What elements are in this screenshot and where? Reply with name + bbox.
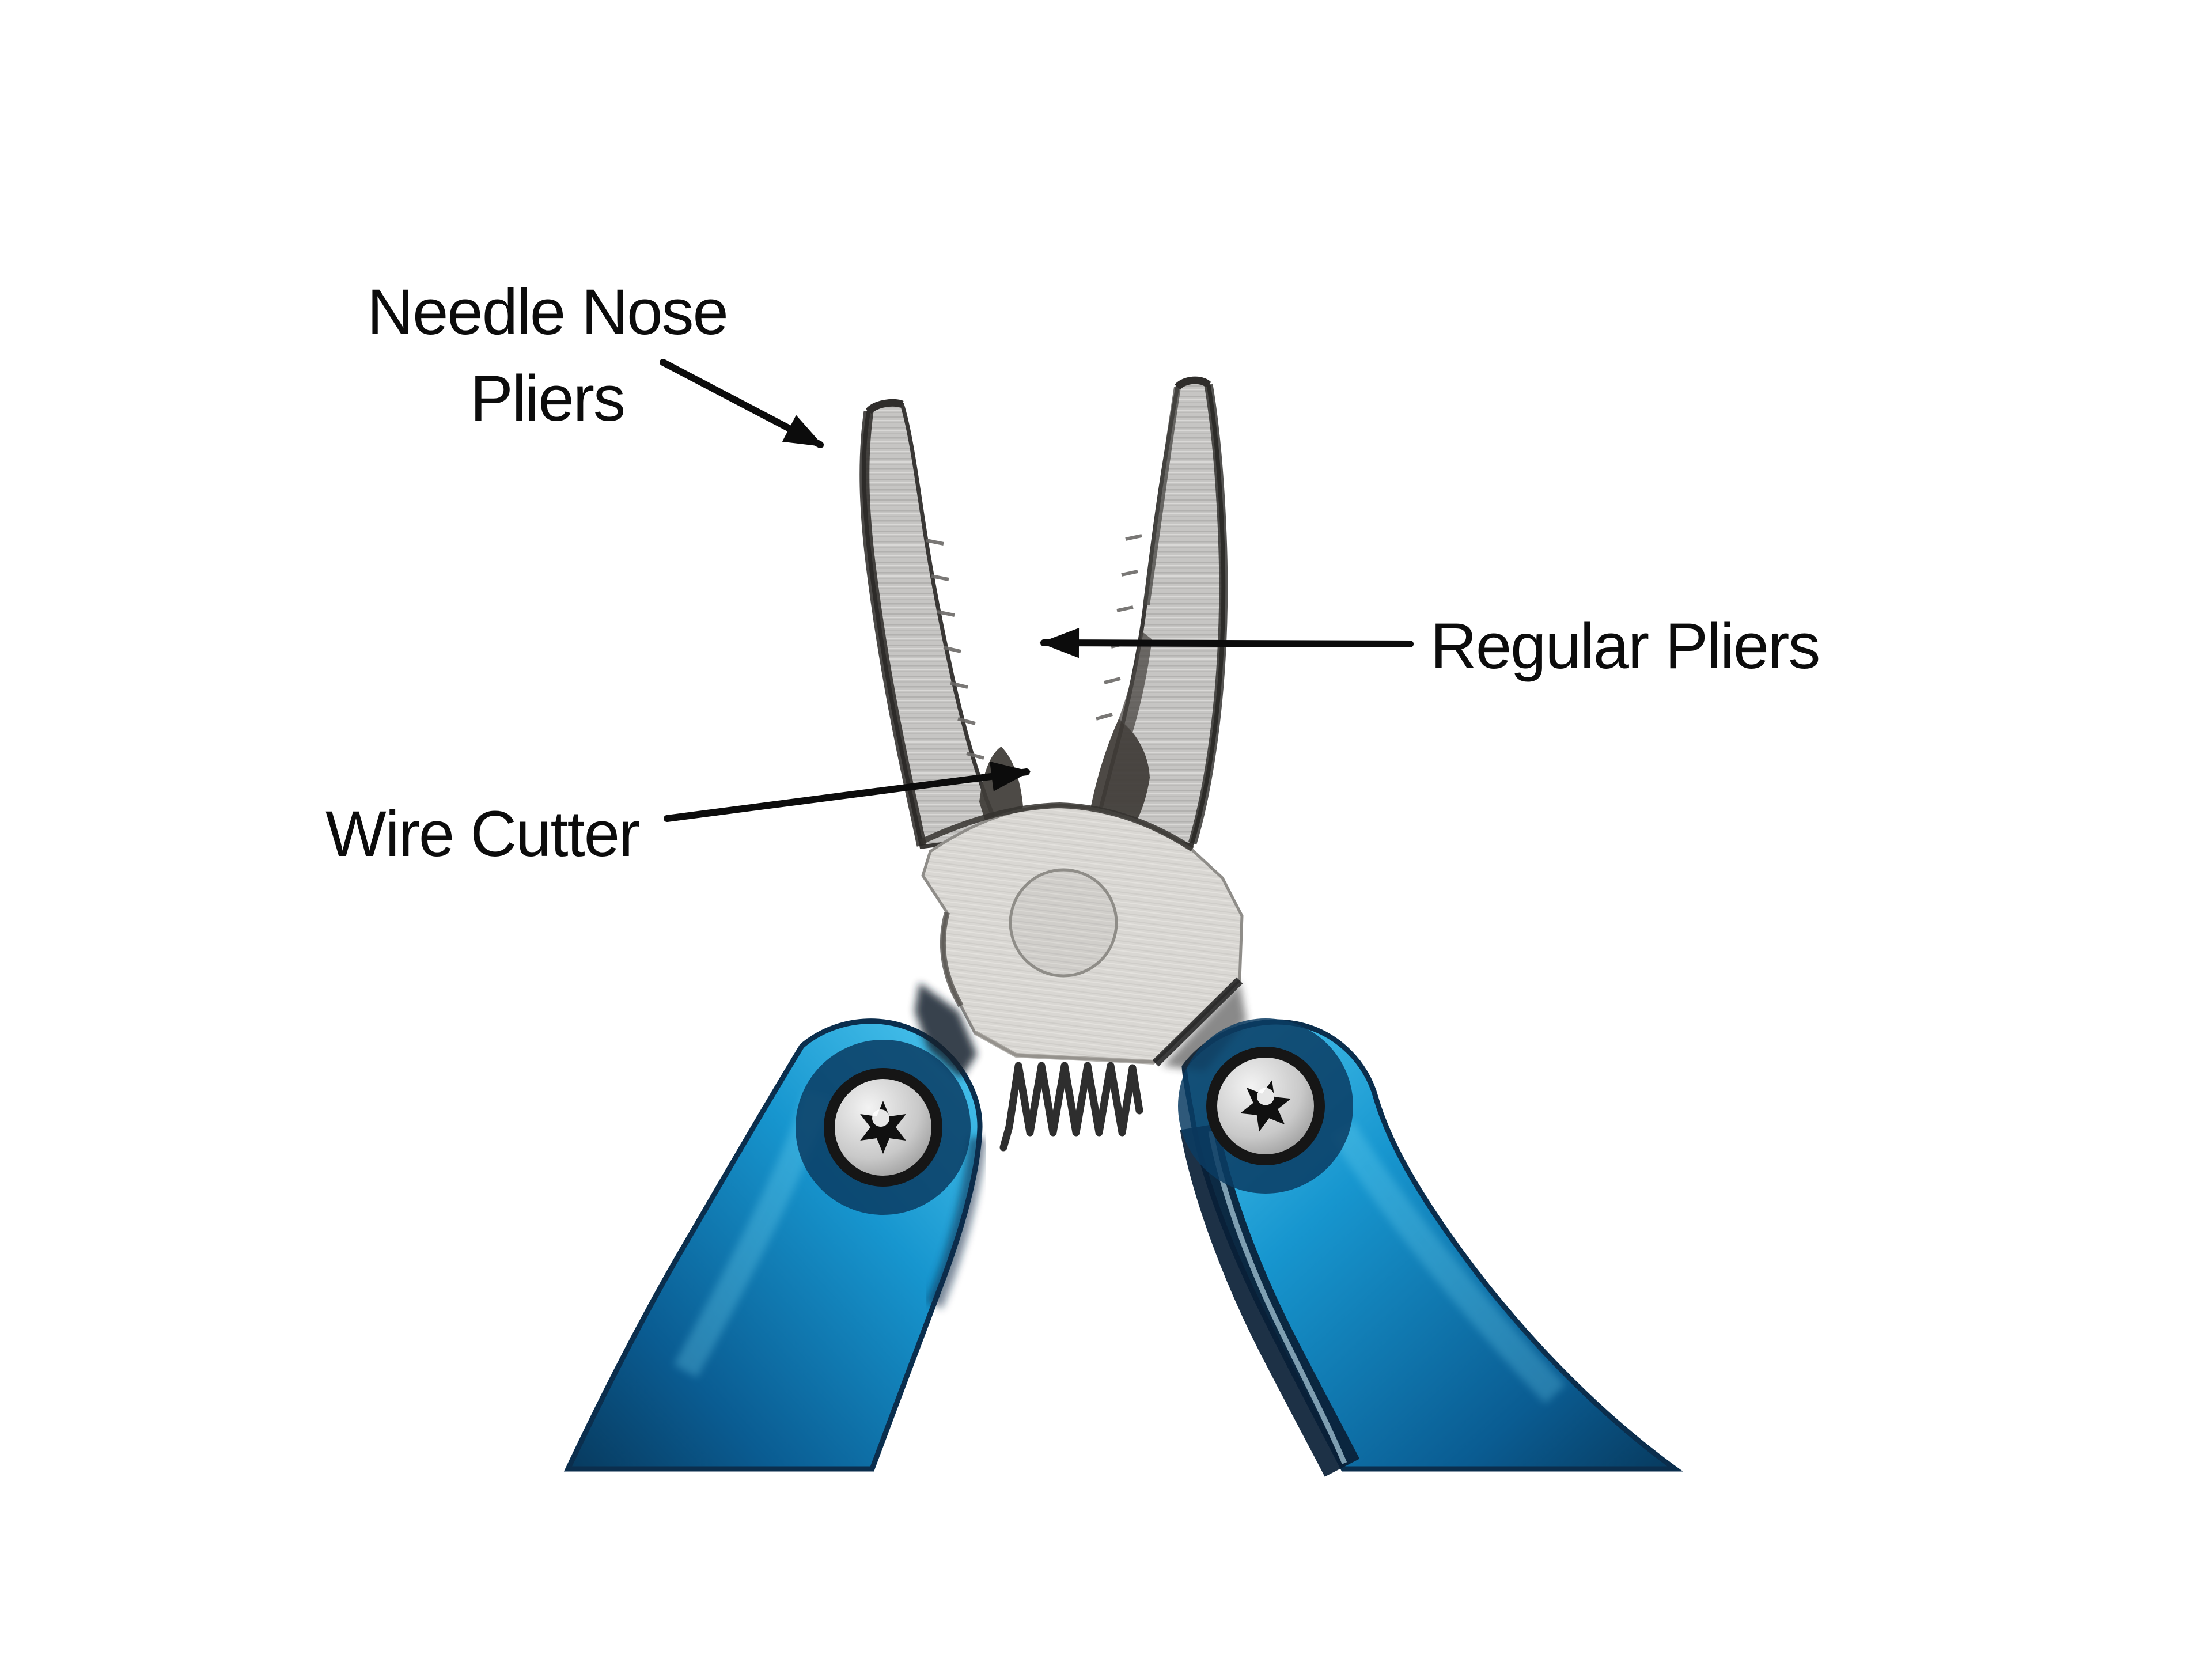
needle-nose-pliers-label: Needle Nose — [367, 276, 728, 348]
regular-pliers-label: Regular Pliers — [1430, 610, 1819, 682]
wire-cutter-label: Wire Cutter — [325, 798, 639, 870]
spring — [999, 1062, 1143, 1152]
folded-tools-stripe — [1180, 1123, 1360, 1477]
wire-cutter-arrow — [664, 762, 1031, 822]
torx-star-icon — [1240, 1080, 1291, 1132]
left-screw — [796, 1040, 971, 1215]
right-screw — [1178, 1018, 1353, 1194]
needle-nose-pliers-label-line2: Pliers — [470, 362, 624, 434]
needle-nose-arrow — [660, 359, 824, 448]
pivot-plate — [919, 802, 1244, 1065]
torx-star-icon — [860, 1101, 906, 1154]
annotations: Needle Nose Pliers Regular Pliers Wire C… — [325, 276, 1820, 870]
pivot-circle — [1009, 868, 1118, 978]
needle-nose-jaws — [859, 376, 1228, 849]
plate-handle-seams — [915, 977, 1247, 1078]
multitool-pliers — [563, 376, 1683, 1477]
regular-pliers-arrow — [1039, 628, 1414, 658]
